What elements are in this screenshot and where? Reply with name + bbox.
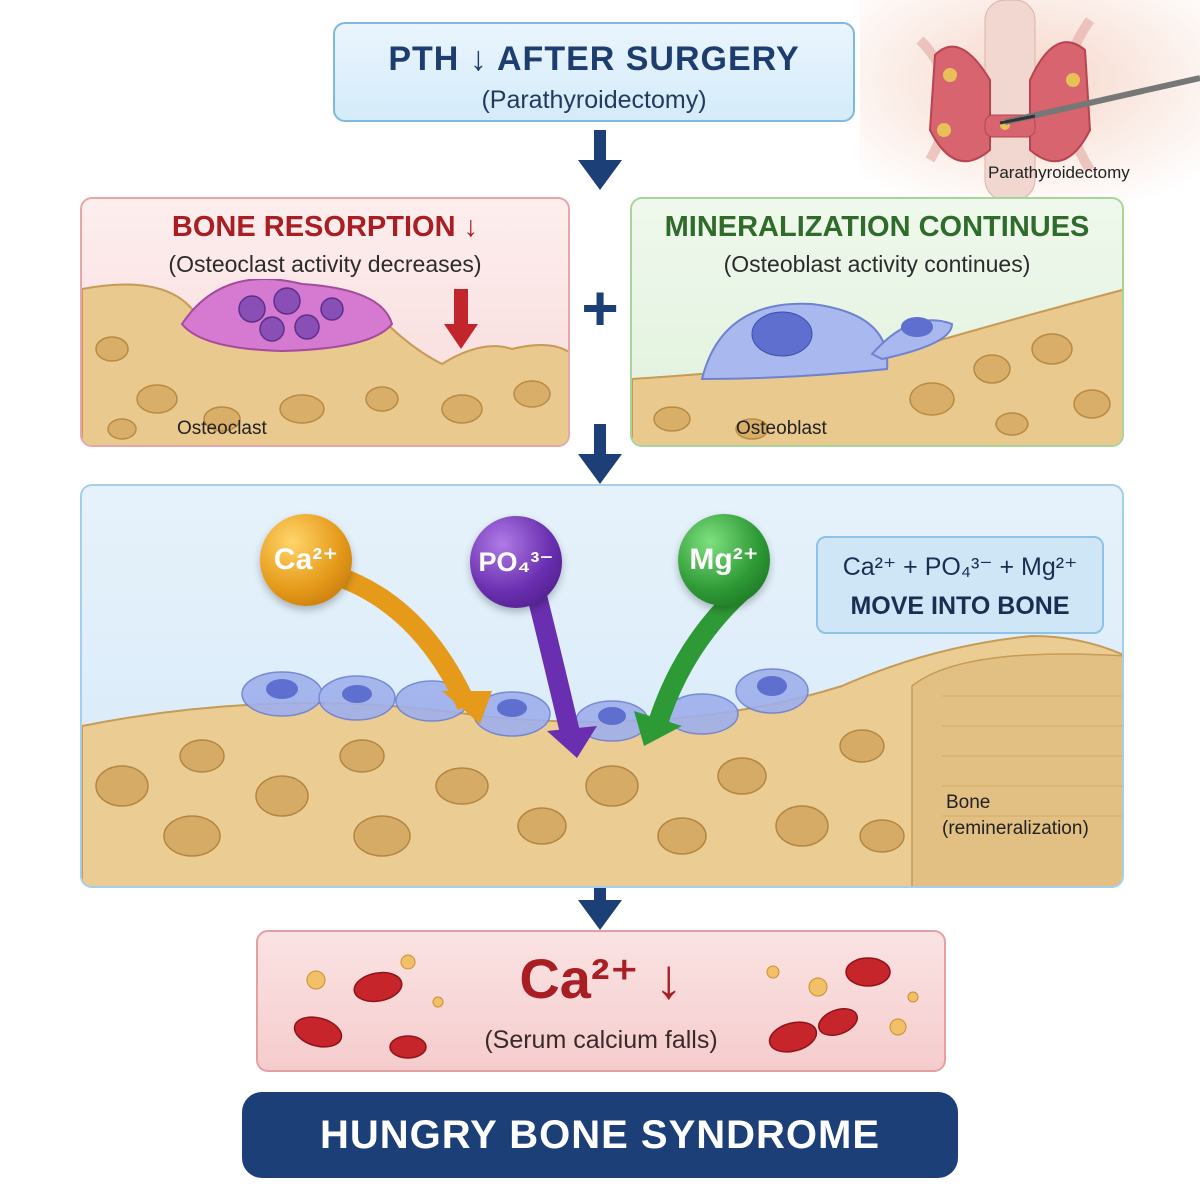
resorption-heading: BONE RESORPTION ↓ — [171, 211, 479, 243]
hungry-bone-syndrome-banner: HUNGRY BONE SYNDROME — [242, 1092, 958, 1178]
mineralization-panel: MINERALIZATION CONTINUES (Osteoblast act… — [630, 197, 1124, 447]
osteoblast-bone-illustration: Osteoblast — [632, 289, 1122, 445]
pth-title: PTH ↓ AFTER SURGERY — [388, 40, 800, 78]
phosphate-ion: PO₄³⁻ — [470, 516, 562, 608]
parathyroidectomy-illustration: Parathyroidectomy — [860, 0, 1200, 200]
ions-move-text: MOVE INTO BONE — [850, 592, 1070, 620]
serum-calcium-box: Ca²⁺ ↓ (Serum calcium falls) — [256, 930, 946, 1072]
serum-calcium-heading: Ca²⁺ ↓ — [519, 947, 683, 1010]
bone-resorption-panel: BONE RESORPTION ↓ (Osteoclast activity d… — [80, 197, 570, 447]
mineralization-heading: MINERALIZATION CONTINUES — [664, 211, 1090, 243]
osteoblast-label: Osteoblast — [736, 418, 828, 439]
calcium-ion: Ca²⁺ — [260, 514, 352, 606]
plus-sign: + — [581, 272, 619, 344]
pth-header-box: PTH ↓ AFTER SURGERY (Parathyroidectomy) — [333, 22, 855, 122]
ion-movement-panel: Bone (remineralization) Ca²⁺ PO₄³⁻ Mg²⁺ … — [80, 484, 1124, 888]
illustration-label: Parathyroidectomy — [988, 163, 1130, 182]
magnesium-ion: Mg²⁺ — [678, 514, 770, 606]
mineralization-subheading: (Osteoblast activity continues) — [723, 251, 1031, 277]
bone-sublabel: (remineralization) — [942, 818, 1089, 839]
down-arrow-icon — [578, 130, 622, 190]
bone-label: Bone — [946, 792, 990, 813]
resorption-subheading: (Osteoclast activity decreases) — [168, 251, 482, 277]
osteoclast-bone-illustration: Osteoclast — [82, 279, 568, 445]
blood-cells-illustration — [293, 954, 919, 1059]
osteoclast-label: Osteoclast — [177, 418, 267, 439]
ions-equation: Ca²⁺ + PO₄³⁻ + Mg²⁺ — [842, 553, 1078, 581]
serum-calcium-subheading: (Serum calcium falls) — [484, 1026, 718, 1054]
down-arrow-icon — [578, 424, 622, 484]
pth-subtitle: (Parathyroidectomy) — [481, 86, 707, 114]
ions-into-bone-box: Ca²⁺ + PO₄³⁻ + Mg²⁺ MOVE INTO BONE — [816, 536, 1104, 634]
